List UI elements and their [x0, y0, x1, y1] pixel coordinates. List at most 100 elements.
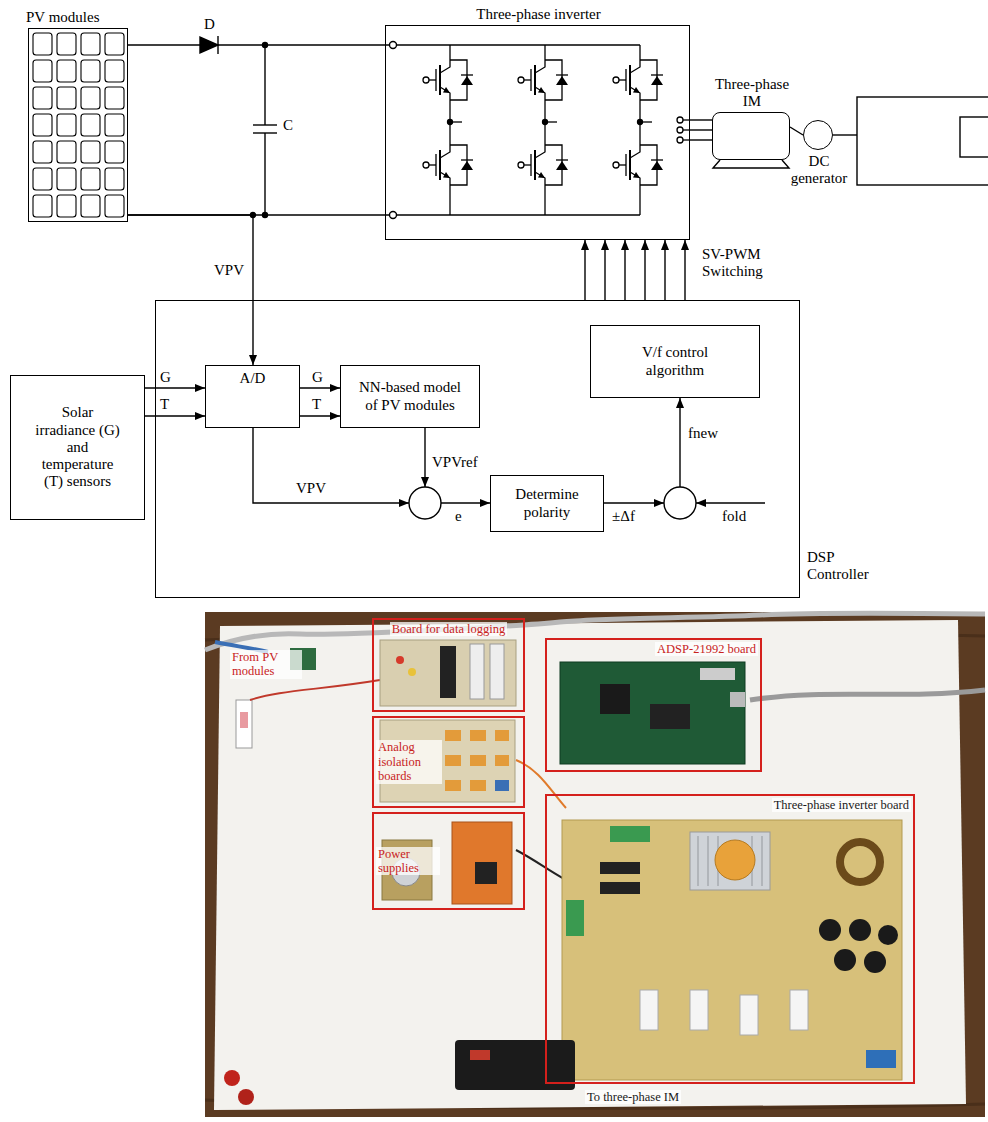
inverter-bridge [639, 190, 640, 215]
signal-label: VPVref [432, 454, 478, 471]
pv-cells [105, 33, 124, 55]
node-label: A/D [240, 370, 266, 387]
inverter-box: Three-phase inverter [385, 25, 690, 240]
pv-cells [81, 33, 100, 55]
node-label: V/f control algorithm [620, 344, 730, 379]
pv-cells [105, 195, 124, 217]
signal-label: G [312, 369, 323, 386]
hardware-photo [740, 995, 758, 1035]
hardware-photo [475, 862, 497, 884]
pv-cells [57, 87, 76, 109]
pv-cells [33, 87, 52, 109]
connector-line [690, 129, 712, 130]
callout-label: Analog isolation boards [376, 740, 442, 783]
hardware-photo [840, 842, 880, 882]
dc-generator: DC generator [803, 120, 833, 150]
inverter-bridge [397, 214, 641, 215]
signal-label: e [455, 508, 462, 525]
hardware-photo [236, 700, 252, 748]
inverter-bridge [449, 45, 450, 55]
pv-cells [33, 33, 124, 217]
node-label: Three-phase IM [707, 76, 797, 111]
photo-callout-box: Three-phase inverter board [545, 794, 915, 1084]
hardware-photo [440, 646, 456, 698]
signal-label: T [160, 396, 169, 413]
hardware-photo [650, 704, 690, 729]
hardware-photo [470, 780, 486, 791]
dc-bus-wiring [390, 42, 397, 49]
signal-label: G [160, 369, 171, 386]
hardware-photo [205, 612, 985, 1117]
pv-cells [57, 114, 76, 136]
hardware-photo [470, 755, 486, 766]
callout-label: Three-phase inverter board [772, 798, 911, 812]
hardware-photo [470, 730, 486, 741]
inverter-bridge [683, 119, 690, 120]
dc-bus-wiring [390, 212, 397, 219]
dc-bus-wiring [128, 44, 200, 45]
vf-control-block: V/f control algorithm [590, 325, 760, 398]
inverter-bridge [639, 45, 640, 55]
pv-cells [105, 168, 124, 190]
hardware-photo [864, 951, 886, 973]
callout-label: Power supplies [376, 847, 440, 876]
hardware-photo [600, 684, 630, 714]
hardware-photo [224, 1070, 240, 1086]
hardware-photo [866, 1050, 896, 1068]
pv-cells [33, 141, 52, 163]
node-label: Three-phase inverter [439, 6, 639, 23]
hardware-photo [560, 662, 745, 764]
inverter-bridge [518, 140, 568, 190]
hardware-photo [445, 755, 461, 766]
hardware-photo [700, 668, 735, 680]
motor-load [713, 97, 988, 185]
capacitor-label: C [283, 117, 293, 134]
control-wiring [253, 428, 409, 503]
inverter-bridge [677, 137, 683, 143]
hardware-photo [698, 836, 762, 886]
diode-label: D [204, 16, 215, 33]
node-label: DC generator [784, 153, 854, 188]
inverter-bridge [449, 190, 450, 215]
control-wiring [696, 502, 765, 503]
hardware-photo [640, 990, 658, 1030]
control-wiring [409, 487, 441, 519]
signal-label: VPV [214, 262, 244, 279]
hardware-photo [730, 692, 745, 707]
hardware-photo [408, 668, 416, 676]
inverter-bridge [450, 121, 462, 122]
pv-cells [57, 33, 76, 55]
motor-load [713, 160, 789, 168]
photo-callout-box: Power supplies [372, 812, 525, 910]
inverter-bridge [397, 45, 691, 215]
photo-callout-box: Analog isolation boards [372, 716, 525, 808]
hardware-photo [495, 730, 509, 741]
signal-label: VPV [296, 480, 326, 497]
polarity-block: Determine polarity [490, 475, 604, 532]
motor-load [857, 97, 988, 185]
control-wiring [679, 398, 680, 487]
inverter-bridge [545, 121, 557, 122]
hardware-photo [834, 949, 856, 971]
pv-cells [33, 114, 52, 136]
motor-load [960, 117, 988, 157]
pv-cells [57, 195, 76, 217]
connector-arrow [145, 387, 205, 388]
hardware-photo [396, 656, 404, 664]
hardware-photo [470, 644, 484, 699]
connector-arrow [584, 240, 585, 300]
connector-arrow [145, 415, 205, 416]
hardware-photo [205, 613, 985, 650]
pv-cells [81, 114, 100, 136]
photo-callout-box: Board for data logging [372, 618, 525, 712]
inverter-bridge [544, 45, 545, 55]
pv-cells [105, 141, 124, 163]
hardware-photo [562, 820, 902, 1080]
node-label: DSP Controller [807, 549, 892, 584]
sensor-box: Solar irradiance (G) and temperature (T)… [10, 375, 145, 520]
inverter-bridge [423, 140, 473, 190]
hardware-photo [452, 822, 512, 904]
signal-label: T [312, 396, 321, 413]
pv-cells [33, 60, 52, 82]
